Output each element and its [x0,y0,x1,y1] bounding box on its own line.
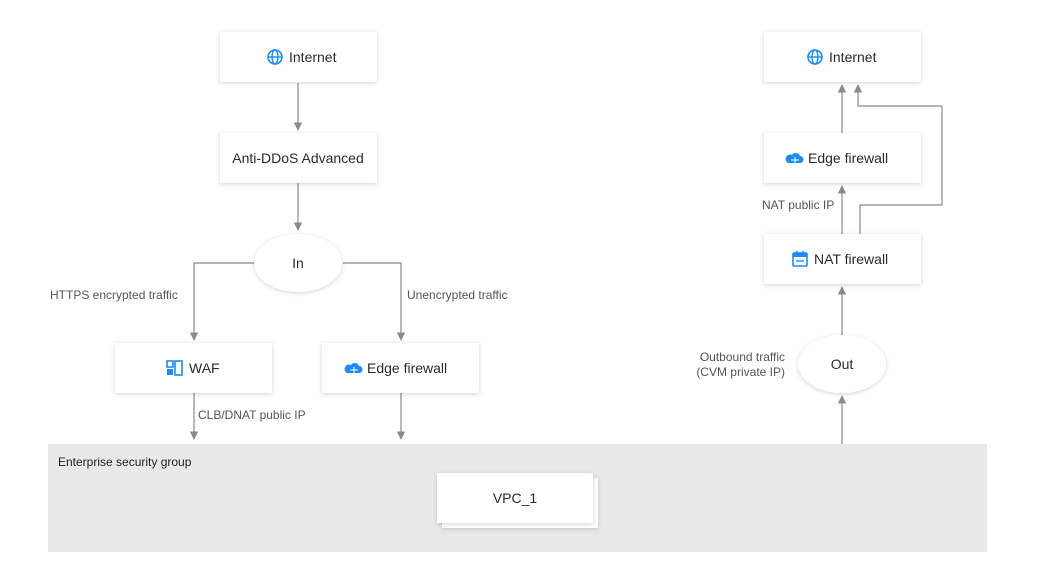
inbound-internet-node[interactable]: Internet [220,32,377,82]
anti-ddos-node[interactable]: Anti-DDoS Advanced [220,133,377,183]
out-node[interactable]: Out [798,335,886,393]
waf-icon [166,360,183,376]
nat-firewall-label: NAT firewall [814,251,888,267]
unencrypted-traffic-label: Unencrypted traffic [407,288,508,302]
inbound-edge-firewall-node[interactable]: Edge firewall [322,343,479,393]
out-label: Out [831,356,854,372]
connector-in-edge-firewall [343,262,406,341]
waf-label: WAF [189,360,220,376]
nat-public-ip-label: NAT public IP [762,198,834,212]
cloud-icon [785,152,804,163]
https-traffic-label: HTTPS encrypted traffic [50,288,178,302]
inbound-edge-firewall-label: Edge firewall [367,360,447,376]
enterprise-security-group-label: Enterprise security group [58,455,192,469]
anti-ddos-label: Anti-DDoS Advanced [232,150,364,166]
cloud-icon [344,362,363,373]
nat-firewall-node[interactable]: NAT firewall [764,234,921,284]
outbound-internet-label: Internet [829,49,877,65]
vpc-label: VPC_1 [493,490,538,506]
in-node[interactable]: In [254,234,342,292]
calendar-icon [792,251,808,267]
globe-icon [267,49,283,65]
connector-nat-bypass-internet [853,84,943,234]
outbound-edge-firewall-label: Edge firewall [808,150,888,166]
in-label: In [292,255,304,271]
outbound-internet-node[interactable]: Internet [764,32,921,82]
outbound-traffic-label-line2: (CVM private IP) [696,365,785,379]
outbound-edge-firewall-node[interactable]: Edge firewall [764,133,921,183]
globe-icon [807,49,823,65]
clb-dnat-label: CLB/DNAT public IP [198,408,306,422]
connector-in-waf [189,262,255,341]
waf-node[interactable]: WAF [115,343,272,393]
outbound-traffic-label-line1: Outbound traffic [700,350,785,364]
inbound-internet-label: Internet [289,49,337,65]
vpc-node[interactable]: VPC_1 [437,473,598,528]
